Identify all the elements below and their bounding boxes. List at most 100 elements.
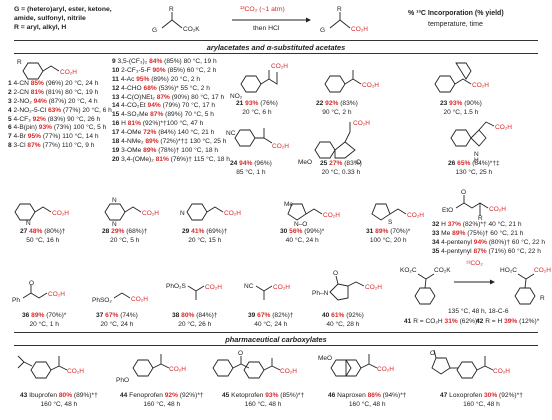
fenoprofen-structure: PhO CO₂H [116,354,186,384]
compound-number: 28 [102,228,112,235]
compound-number: 33 [432,229,442,237]
label-line: 40 61% (92%) [322,312,364,321]
conditions: 130 °C, 25 h [455,168,493,176]
incorporation-value: 72% [143,129,157,137]
label-line: 37 67% (74%) [96,312,138,321]
substituent: 4-SO₂Me [121,111,151,119]
yield-conditions: (85%) 80 °C, 19 h [162,58,217,65]
compound-number: 9 [112,58,118,65]
compound-38-structure: PhO₂S CO₂H [166,283,222,300]
incorporation-value: 94% [33,97,47,105]
svg-text:CO₂H: CO₂H [351,26,368,33]
incorporation-value: 86% [367,392,381,399]
incorporation-value: 37% [447,221,461,228]
compound-number: 13 [112,93,122,101]
yield-value: (94%)*† [380,392,407,399]
list-item: 3 2-NO₂ 94% (87%) 20 °C, 4 h [8,98,112,107]
list-item: 20 3,4-(OMe)₂ 81% (76%)† 115 °C, 18 h [112,156,230,165]
yield-value: (85%)*† [278,392,305,399]
yield-conditions: (82%)*† 40 °C, 21 h [460,221,522,228]
svg-text:CO₂H: CO₂H [323,212,340,219]
yield-conditions: (89%) 20 °C, 2 h [149,75,201,83]
incorporation-value: 67% [105,312,119,319]
svg-text:CO₂H: CO₂H [353,120,370,127]
svg-text:CO₂H: CO₂H [224,210,241,217]
svg-text:N: N [112,197,117,204]
compound-24-label: 24 94% (96%)85 °C, 1 h [230,160,272,177]
compound-30-structure: Me N–O CO₂H [284,201,340,228]
substituent: 4-CF₃ [13,115,33,123]
svg-text:O: O [238,350,243,357]
reaction-arrow [232,17,311,23]
compound-number: 34 [432,238,442,246]
svg-text:CO₂K: CO₂K [434,267,451,274]
incorporation-value: 92% [325,100,339,107]
yield-value: (83%) [338,100,358,107]
compound-26-structure: N H CO₂H [450,121,512,164]
starting-material-structure: G R CO₂K [152,6,200,34]
compound-27-label: 27 48% (80%)†50 °C, 16 h [20,228,65,245]
compound-number: 8 [8,142,14,150]
svg-text:CO₂H: CO₂H [534,267,551,274]
svg-text:N: N [112,221,117,228]
substituent: 3,4-(OMe)₂ [121,155,156,163]
compound-42-label: 42 R = H 39% (12%)* [476,318,540,325]
compound-24-structure: NC CO₂H [226,128,289,150]
compound-number: 3 [8,97,14,105]
yield-conditions: (96%) 20 °C, 24 h [43,80,99,87]
substituent: Me [441,229,453,237]
compound-47-label: 47 Loxoprofen 30% (92%)*†160 °C, 48 h [440,392,523,409]
incorporation-value: 87% [156,93,170,101]
compound-46-label: 46 Naproxen 86% (94%)*†160 °C, 48 h [328,392,406,409]
substituent: 4-pentynyl [441,247,474,255]
svg-text:CO₂H: CO₂H [472,82,489,89]
compound-number: 2 [8,88,14,96]
section-title-arylacetates: arylacetates and α-substituted acetates [206,43,346,52]
list-item: 4 2-NO₂-5-Cl 63% (77%) 20 °C, 6 h [8,107,112,116]
compound-number: 35 [432,247,442,255]
incorporation-value: 90% [152,66,166,74]
incorporation-value: 85% [30,80,44,87]
svg-text:PhO₂S: PhO₂S [166,283,187,290]
compound-27-structure: N CO₂H [14,203,69,227]
compound-number: 19 [112,146,122,154]
svg-text:N: N [180,210,185,217]
svg-text:MeO: MeO [298,159,312,166]
compound-22-label: 22 92% (83%)90 °C, 2 h [316,100,358,117]
label-line: 22 92% (83%) [316,100,358,109]
conditions: 20 °C, 26 h [178,320,212,328]
incorporation-value: 95% [27,133,41,141]
yield-conditions: (81%) 80 °C, 19 h [43,88,99,96]
substituent: H [441,221,448,228]
compound-28-structure: NN CO₂H [104,197,159,228]
yield-conditions: (77%) 20 °C, 6 h [61,106,112,114]
svg-text:O: O [29,280,34,287]
yield-conditions: (73%) 100 °C, 5 h [52,124,107,132]
yield-conditions: (85%) 60 °C, 2 h [165,66,217,74]
yield-conditions: (78%)† 100 °C, 18 h [156,146,219,154]
conditions: 40 °C, 24 h [254,320,288,328]
compound-37-label: 37 67% (74%)20 °C, 24 h [96,312,138,329]
conditions: 160 °C, 48 h [244,400,282,408]
compound-38-label: 38 80% (84%)†20 °C, 26 h [172,312,217,329]
list-item: 1 4-CN 85% (96%) 20 °C, 24 h [8,80,112,89]
drug-name: Loxoprofen [449,392,484,399]
substituent: 4-C(O)NEt₂ [121,93,157,101]
compound-number: 6 [8,124,14,132]
incorporation-value: 93% [245,100,259,107]
compound-25-label: 25 27% (83%)20 °C, 0.33 h [320,160,362,177]
yield-conditions: (75%)† 60 °C, 21 h [465,229,524,237]
incorporation-value: 89% [452,229,466,237]
incorporation-value: 81% [30,88,44,96]
compound-23-label: 23 93% (90%)20 °C, 1.5 h [440,100,482,117]
list-item: 16 H 81% (92%)*†100 °C, 47 h [112,120,230,129]
substituent: 2-NO₂-5-Cl [13,106,48,114]
incorporation-value: 93% [265,392,279,399]
svg-text:O: O [333,270,338,277]
compound-22-structure: CO₂H [324,70,379,93]
conditions-label: temperature, time [428,21,483,28]
incorporation-value: 81% [155,155,169,163]
compound-number: 24 [230,160,240,167]
label-line: 28 29% (68%)† [102,228,147,237]
substituent: 4-NMe₂ [121,138,146,146]
